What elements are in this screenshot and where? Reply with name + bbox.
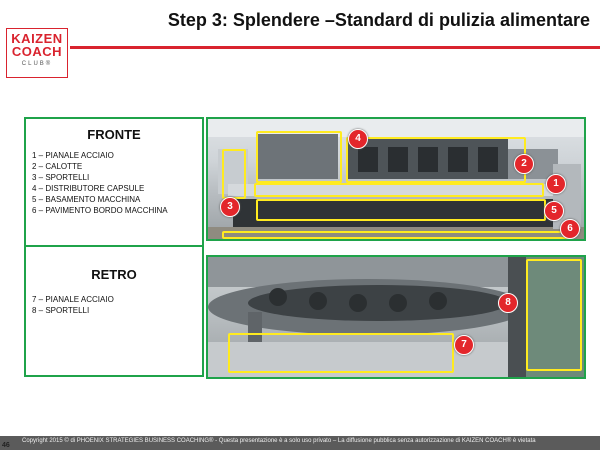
retro-heading: RETRO [91,267,137,282]
highlight-area-3 [222,149,246,199]
list-item: 6 – PAVIMENTO BORDO MACCHINA [32,206,168,215]
highlight-area-4 [256,131,342,183]
footer-copyright: Copyright 2015 © di PHOENIX STRATEGIES B… [22,438,536,444]
kaizen-coach-logo: KAIZEN COACH CLUB® [6,28,68,78]
callout-badge-8: 8 [498,293,518,313]
slide-title: Step 3: Splendere –Standard di pulizia a… [167,10,590,30]
list-item: 1 – PIANALE ACCIAIO [32,151,114,160]
highlight-area-5 [256,199,546,221]
footer-bar: Copyright 2015 © di PHOENIX STRATEGIES B… [0,436,600,450]
front-machine-illustration [208,119,584,239]
back-machine-photo: 8 7 [206,255,586,379]
highlight-area-7 [228,333,454,373]
title-underline [70,46,600,49]
logo-line-2: COACH [11,44,63,59]
front-machine-photo: 4 2 1 3 5 6 [206,117,586,241]
fronte-list: 1 – PIANALE ACCIAIO 2 – CALOTTE 3 – SPOR… [32,150,202,216]
retro-panel: RETRO 7 – PIANALE ACCIAIO 8 – SPORTELLI [24,245,204,377]
callout-badge-7: 7 [454,335,474,355]
highlight-area-2 [346,137,526,183]
callout-badge-4: 4 [348,129,368,149]
list-item: 4 – DISTRIBUTORE CAPSULE [32,184,145,193]
page-number: 46 [2,442,10,449]
logo-line-1: KAIZEN [11,31,63,46]
highlight-area-1 [254,183,544,197]
highlight-area-8 [526,259,582,371]
retro-list: 7 – PIANALE ACCIAIO 8 – SPORTELLI [32,294,202,316]
callout-badge-5: 5 [544,201,564,221]
callout-badge-2: 2 [514,154,534,174]
logo-line-3: CLUB® [21,61,53,67]
fronte-heading: FRONTE [87,127,141,142]
list-item: 2 – CALOTTE [32,162,83,171]
callout-badge-1: 1 [546,174,566,194]
list-item: 8 – SPORTELLI [32,306,90,315]
back-machine-illustration [208,257,584,377]
list-item: 3 – SPORTELLI [32,173,90,182]
callout-badge-3: 3 [220,197,240,217]
highlight-area-6 [222,231,570,239]
list-item: 7 – PIANALE ACCIAIO [32,295,114,304]
callout-badge-6: 6 [560,219,580,239]
list-item: 5 – BASAMENTO MACCHINA [32,195,141,204]
fronte-panel: FRONTE 1 – PIANALE ACCIAIO 2 – CALOTTE 3… [24,117,204,247]
